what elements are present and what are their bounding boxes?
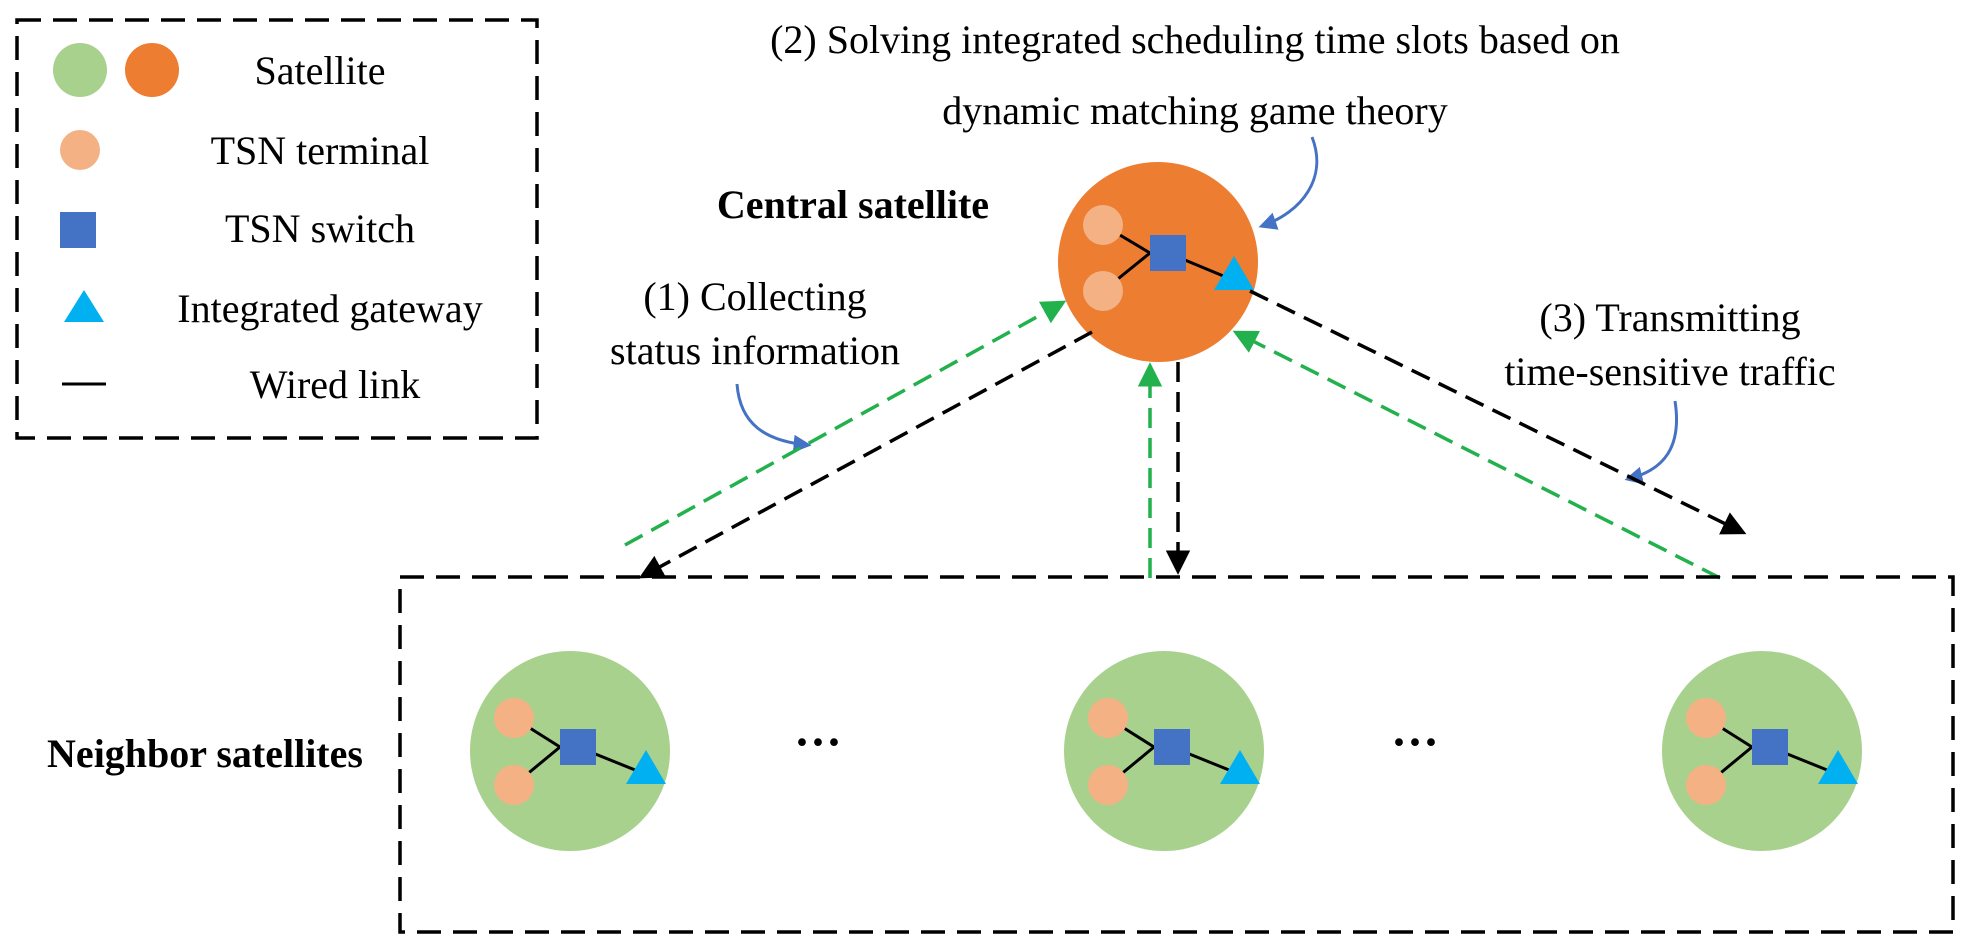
collect-arrow-left: [624, 300, 1067, 547]
legend-border: [15, 18, 539, 440]
neighbor-tsn-terminal-bottom: [494, 765, 534, 805]
legend-tsn-switch-label: TSN switch: [225, 206, 415, 251]
dispatch-arrow-right: [1249, 289, 1747, 535]
step3-line2: time-sensitive traffic: [1504, 349, 1835, 394]
neighbor-tsn-terminal-top: [1686, 698, 1726, 738]
legend-tsn-switch-icon: [60, 212, 96, 248]
ellipsis-right: ···: [1391, 716, 1439, 769]
step3-callout-arrow: [1624, 400, 1678, 485]
central-integrated-gateway: [1214, 256, 1254, 290]
neighbor-satellite: [1064, 651, 1264, 851]
neighbor-satellite: [470, 651, 670, 851]
central-satellite: [1058, 162, 1258, 362]
neighbor-tsn-terminal-bottom: [1088, 765, 1128, 805]
neighbor-tsn-switch: [1752, 729, 1788, 765]
step1-callout-arrow: [735, 383, 812, 453]
step2-line2: dynamic matching game theory: [942, 88, 1447, 133]
neighbor-group-border: [398, 575, 1955, 934]
central-tsn-switch: [1150, 235, 1186, 271]
central-tsn-terminal-bottom: [1083, 271, 1123, 311]
neighbor-tsn-terminal-bottom: [1686, 765, 1726, 805]
legend-central-satellite-icon: [125, 43, 179, 97]
step1-line1: (1) Collecting: [643, 274, 866, 319]
legend: Satellite TSN terminal TSN switch Integr…: [15, 18, 539, 440]
legend-neighbor-satellite-icon: [53, 43, 107, 97]
ellipsis-left: ···: [794, 716, 842, 769]
neighbor-tsn-terminal-top: [1088, 698, 1128, 738]
collect-arrow-right: [1232, 330, 1721, 580]
central-tsn-terminal-top: [1083, 205, 1123, 245]
dispatch-arrow-left: [638, 330, 1093, 579]
neighbor-tsn-switch: [560, 729, 596, 765]
legend-wired-link-label: Wired link: [250, 362, 421, 407]
step2-callout-arrow: [1258, 136, 1319, 230]
legend-tsn-terminal-icon: [60, 130, 100, 170]
neighbor-integrated-gateway: [1220, 750, 1260, 784]
step3-line1: (3) Transmitting: [1539, 295, 1800, 340]
legend-gateway-label: Integrated gateway: [177, 286, 482, 331]
legend-tsn-terminal-label: TSN terminal: [211, 128, 430, 173]
legend-gateway-icon: [64, 290, 104, 322]
step2-line1: (2) Solving integrated scheduling time s…: [770, 17, 1620, 62]
neighbor-integrated-gateway: [1818, 750, 1858, 784]
neighbor-satellite: [1662, 651, 1862, 851]
neighbor-tsn-switch: [1154, 729, 1190, 765]
neighbor-integrated-gateway: [626, 750, 666, 784]
legend-satellite-label: Satellite: [254, 48, 385, 93]
central-satellite-label: Central satellite: [717, 182, 989, 227]
neighbor-tsn-terminal-top: [494, 698, 534, 738]
step1-line2: status information: [610, 328, 900, 373]
neighbor-satellites-label: Neighbor satellites: [47, 731, 363, 776]
